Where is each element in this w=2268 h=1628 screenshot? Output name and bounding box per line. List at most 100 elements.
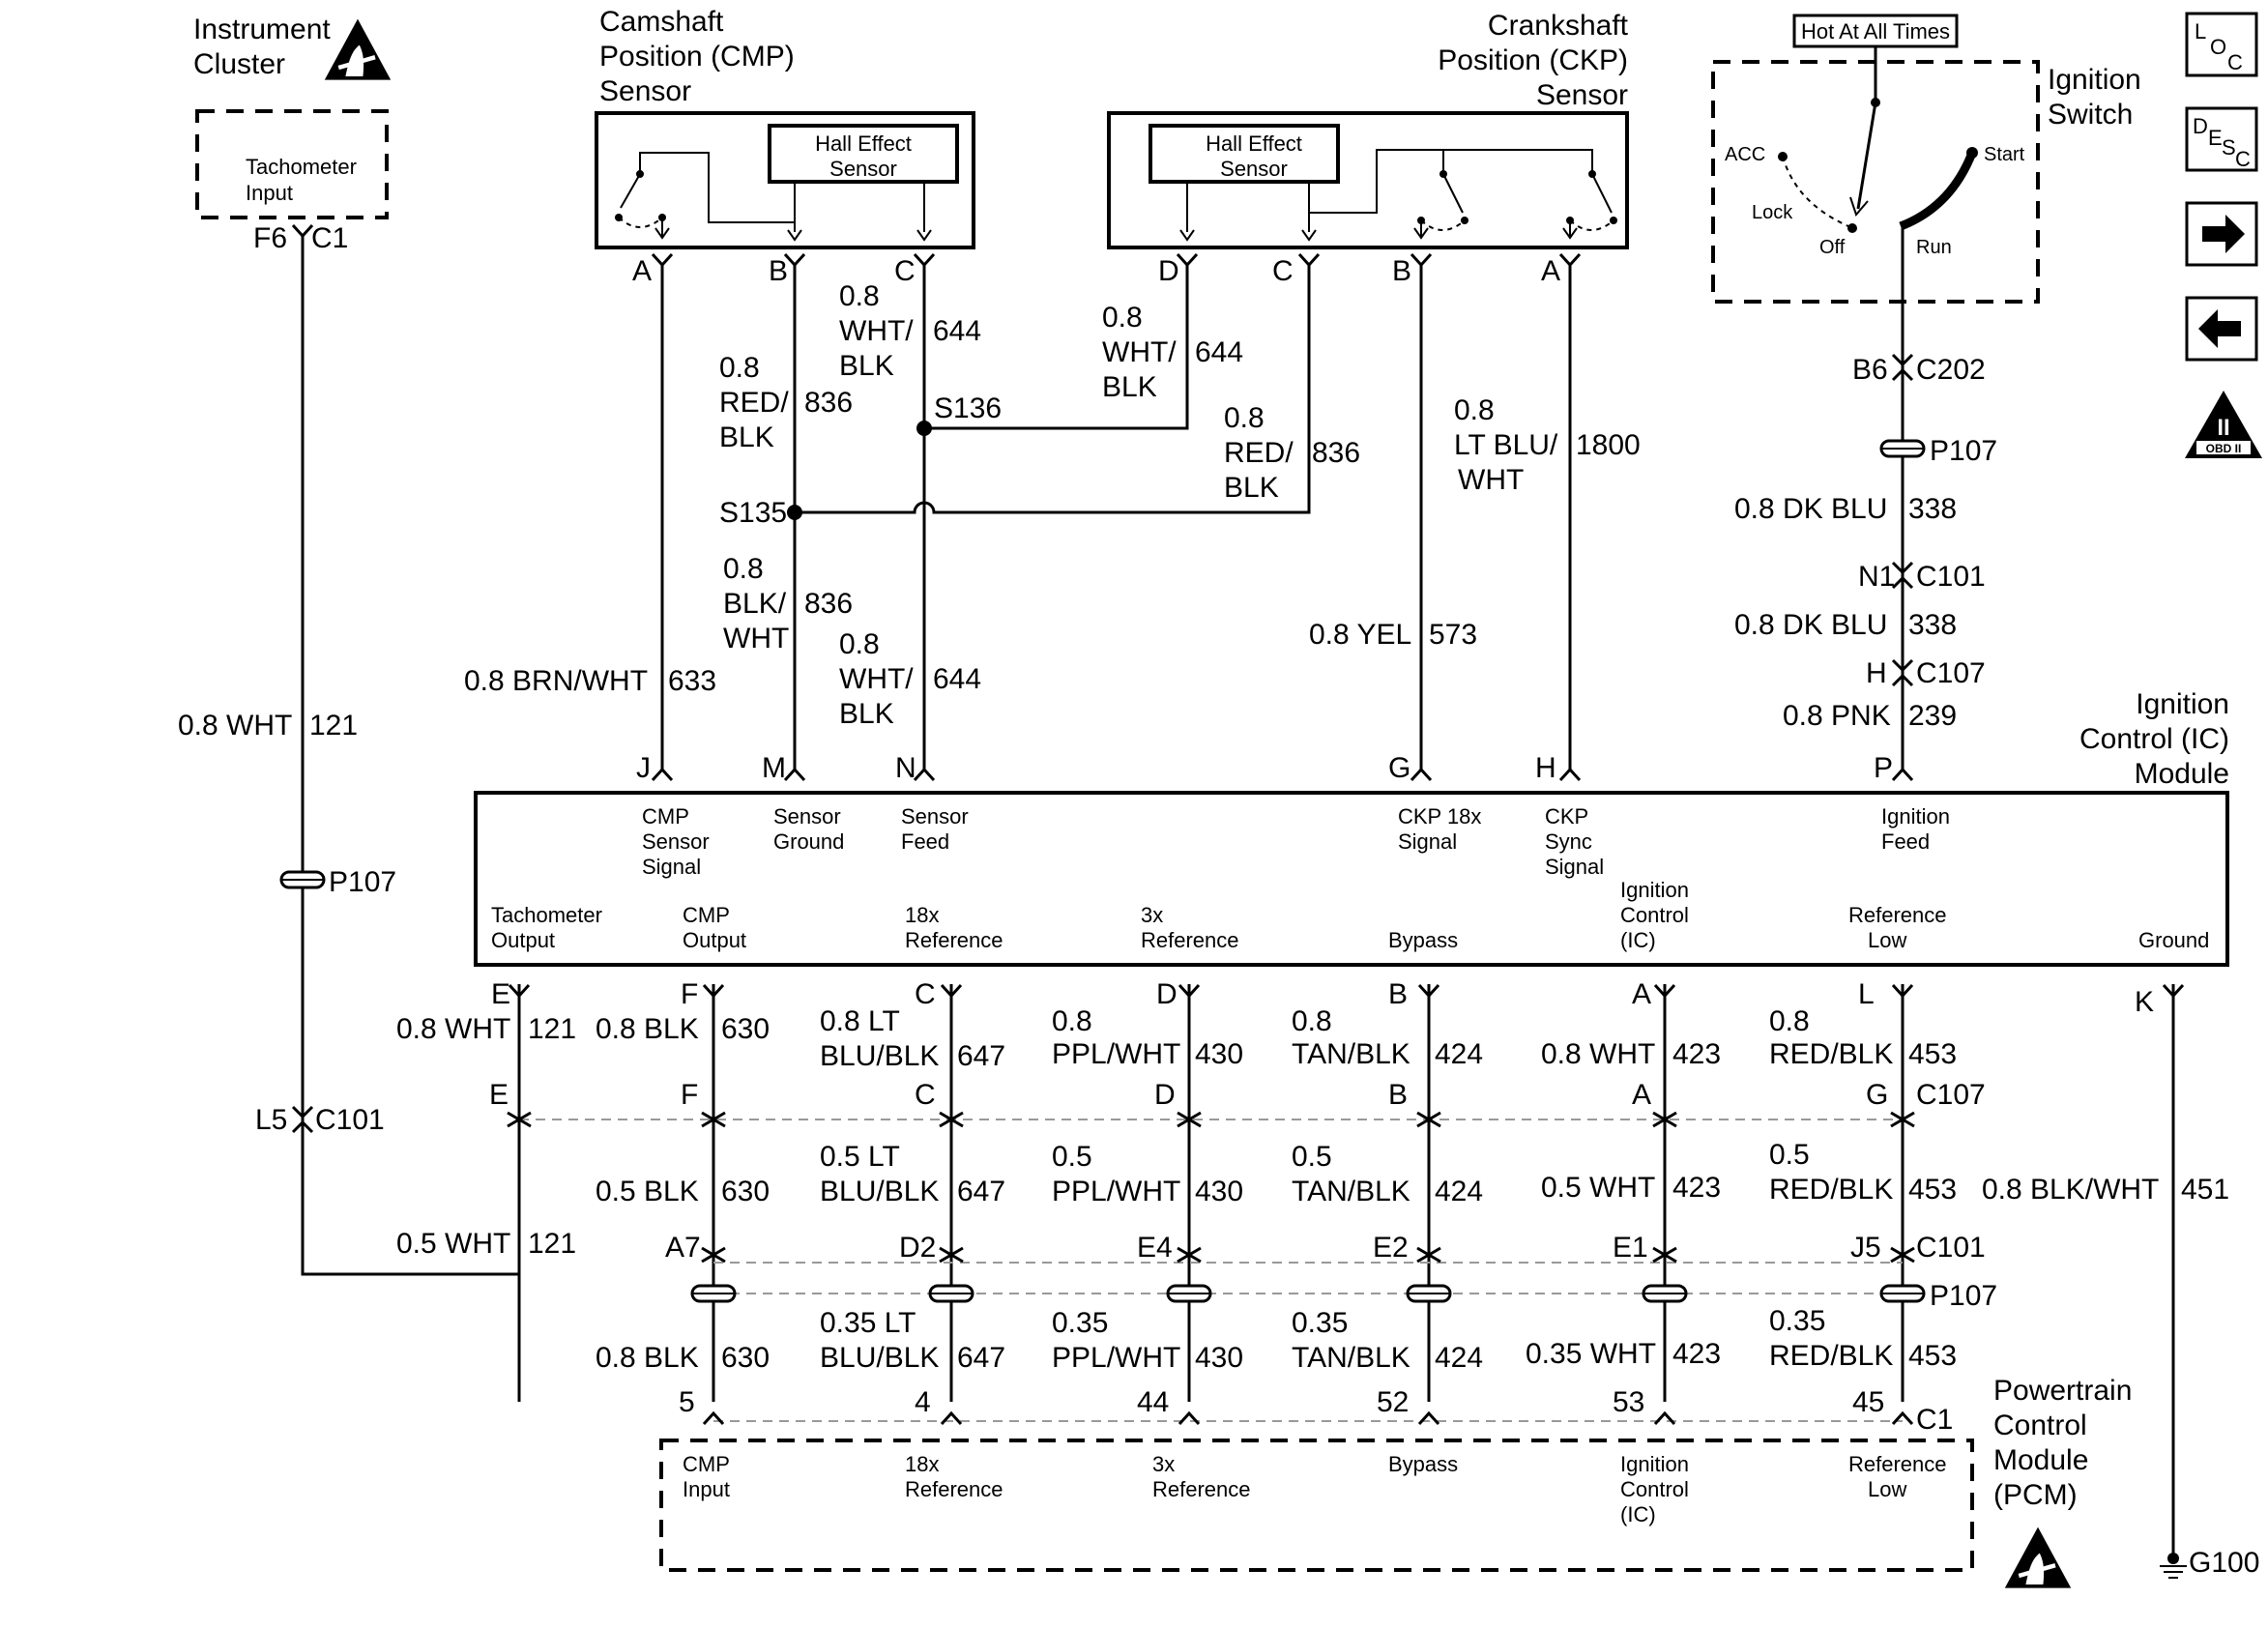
lbl-121c: 0.5 WHT xyxy=(396,1228,510,1260)
w338b-num: 338 xyxy=(1908,609,1957,641)
lbl-430a-2: PPL/WHT xyxy=(1052,1038,1180,1070)
w644a-2: WHT/ xyxy=(839,315,914,347)
ic-b3-2: Reference xyxy=(905,928,1003,952)
cluster-port-2: Input xyxy=(246,181,293,205)
lbl-423b: 0.5 WHT xyxy=(1541,1172,1655,1204)
ic-b7-1: Reference xyxy=(1848,903,1947,927)
icb-pin-d: D xyxy=(1156,978,1178,1010)
lbl-647a-n: 647 xyxy=(957,1040,1005,1072)
ckp-box xyxy=(1107,111,1629,249)
desc-c: C xyxy=(2235,147,2251,171)
ign-run: Run xyxy=(1916,237,1952,258)
ckp-pin-a: A xyxy=(1541,255,1560,287)
lbl-424b-1: 0.5 xyxy=(1292,1141,1332,1173)
icb-pin-l: L xyxy=(1858,978,1875,1010)
icb-pin-b: B xyxy=(1388,978,1408,1010)
lbl-451: 0.8 BLK/WHT xyxy=(1982,1174,2159,1206)
pcm-pin-45: 45 xyxy=(1852,1386,1884,1418)
lbl-647c-2: BLU/BLK xyxy=(820,1342,939,1374)
lbl-430b-2: PPL/WHT xyxy=(1052,1176,1180,1207)
w836a-2: RED/ xyxy=(719,387,789,419)
pcm-labels: CMP Input 18x Reference 3x Reference Byp… xyxy=(683,1452,1947,1526)
lbl-424b-n: 424 xyxy=(1435,1176,1483,1207)
ckp-title-3: Sensor xyxy=(1536,79,1628,111)
pcm-box xyxy=(659,1439,1974,1572)
lbl-453a-n: 453 xyxy=(1908,1038,1957,1070)
c101-pin-a7: A7 xyxy=(665,1232,701,1264)
lbl-423c: 0.35 WHT xyxy=(1526,1338,1656,1370)
pcm-title-4: (PCM) xyxy=(1993,1479,2078,1511)
obd-ii-icon[interactable]: II OBD II xyxy=(2185,391,2262,458)
lbl-430a-1: 0.8 xyxy=(1052,1005,1092,1037)
conn-c1-cluster: C1 xyxy=(311,222,348,254)
ign-title-1: Ignition xyxy=(2048,64,2141,96)
w633-num: 633 xyxy=(668,665,716,697)
pin-l5: L5 xyxy=(255,1104,287,1136)
s136-label: S136 xyxy=(934,392,1002,424)
pcm-title-3: Module xyxy=(1993,1444,2088,1476)
w644c-num: 644 xyxy=(933,663,981,695)
lbl-430a-n: 430 xyxy=(1195,1038,1243,1070)
loc-l: L xyxy=(2195,19,2206,44)
desc-s: S xyxy=(2222,135,2236,160)
lbl-630b: 0.5 BLK xyxy=(596,1176,699,1207)
obd-ii: II xyxy=(2217,415,2229,441)
cmp-hall-box xyxy=(768,124,959,184)
ic-t2-1: Sensor xyxy=(773,804,841,829)
lbl-423c-n: 423 xyxy=(1672,1338,1721,1370)
pcm-l4-1: Bypass xyxy=(1388,1452,1458,1476)
lbl-630a-n: 630 xyxy=(721,1013,770,1045)
ckp-hall-1: Hall Effect xyxy=(1206,131,1302,156)
w644a-num: 644 xyxy=(933,315,981,347)
ckp-pin-c: C xyxy=(1272,255,1294,287)
wire-121-num: 121 xyxy=(309,710,358,741)
ic-bottom-labels: Tachometer Output CMP Output 18x Referen… xyxy=(491,878,2209,952)
pin-h-ign: H xyxy=(1866,657,1887,689)
icb-pin-k: K xyxy=(2135,986,2154,1018)
ic-t6-2: Feed xyxy=(1881,829,1930,854)
ic-t5-1: CKP xyxy=(1545,804,1588,829)
c101-ign: C101 xyxy=(1916,561,1986,593)
cmp-hall-1: Hall Effect xyxy=(815,131,912,156)
pcm-pin-4: 4 xyxy=(915,1386,931,1418)
w836b-2: RED/ xyxy=(1224,437,1294,469)
w573-num: 573 xyxy=(1429,619,1477,651)
loc-icon[interactable]: L O C xyxy=(2185,12,2258,77)
desc-icon[interactable]: D E S C xyxy=(2185,106,2258,172)
pcm-l5-2: Control xyxy=(1620,1477,1689,1501)
lbl-647c-1: 0.35 LT xyxy=(820,1307,916,1339)
ignition-switch: Hot At All Times Ignition Switch ACC Loc… xyxy=(1711,14,2141,304)
desc-d: D xyxy=(2193,114,2208,138)
p107-label-tach: P107 xyxy=(329,866,396,898)
ic-pin-p: P xyxy=(1874,752,1893,784)
lbl-121b-n: 121 xyxy=(528,1013,576,1045)
back-arrow-icon[interactable] xyxy=(2185,296,2258,362)
ic-module-box xyxy=(474,791,2229,967)
ic-b1-1: Tachometer xyxy=(491,903,602,927)
icb-pin-c: C xyxy=(915,978,936,1010)
lbl-647c-n: 647 xyxy=(957,1342,1005,1374)
next-arrow-icon[interactable] xyxy=(2185,201,2258,267)
lbl-121b: 0.8 WHT xyxy=(396,1013,510,1045)
w836c-2: BLK/ xyxy=(723,588,787,620)
w644b-num: 644 xyxy=(1195,336,1243,368)
s135-label: S135 xyxy=(719,497,787,529)
w573-1: 0.8 YEL xyxy=(1309,619,1411,651)
p107-tach xyxy=(279,870,326,889)
cluster-title-2: Cluster xyxy=(193,48,285,80)
w644c-2: WHT/ xyxy=(839,663,914,695)
lbl-424a-n: 424 xyxy=(1435,1038,1483,1070)
pcm-pin-44: 44 xyxy=(1137,1386,1169,1418)
lbl-453c-1: 0.35 xyxy=(1769,1305,1825,1337)
ic-t5-2: Sync xyxy=(1545,829,1592,854)
pcm-l3-2: Reference xyxy=(1152,1477,1251,1501)
pcm-l5-3: (IC) xyxy=(1620,1502,1656,1526)
c107-pin-g: G xyxy=(1866,1079,1888,1111)
wire-836-ckp xyxy=(795,265,1311,514)
cmp-hall-2: Sensor xyxy=(829,157,897,181)
w338b-1: 0.8 DK BLU xyxy=(1734,609,1887,641)
c107-pin-a: A xyxy=(1632,1079,1651,1111)
pcm-pin-52: 52 xyxy=(1377,1386,1409,1418)
ic-t1-1: CMP xyxy=(642,804,689,829)
lbl-423b-n: 423 xyxy=(1672,1172,1721,1204)
